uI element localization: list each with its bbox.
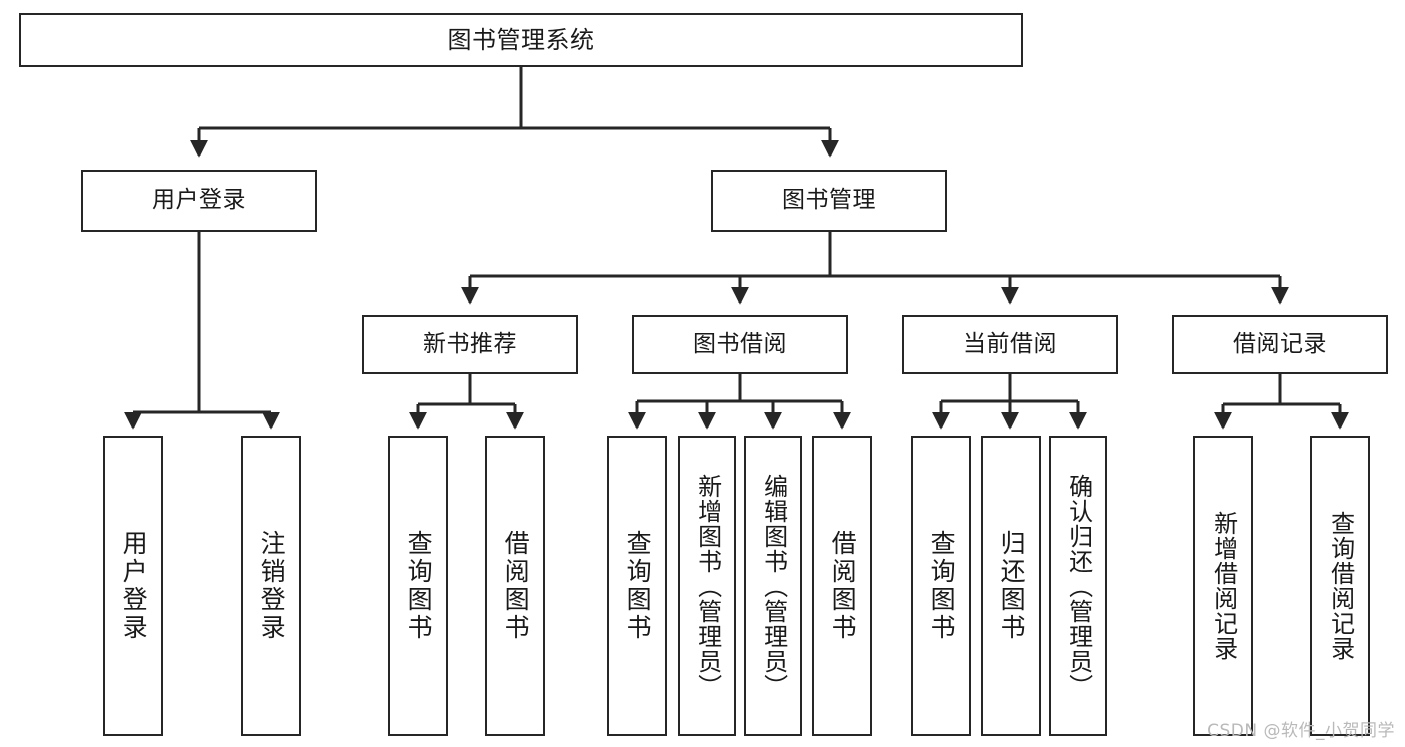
leaf-query-record-label: 查询借阅记录	[1326, 511, 1355, 661]
leaf-query-book-1[interactable]: 查询图书	[388, 436, 448, 736]
leaf-add-book[interactable]: 新增图书（管理员）	[678, 436, 736, 736]
leaf-edit-book-label: 编辑图书（管理员）	[759, 473, 788, 699]
leaf-logout-login[interactable]: 注销登录	[241, 436, 301, 736]
csdn-watermark: CSDN @软件_小贺同学	[1207, 721, 1395, 741]
node-book-borrow[interactable]: 图书借阅	[632, 315, 848, 374]
leaf-add-record-label: 新增借阅记录	[1209, 511, 1238, 661]
node-new-book-recommend[interactable]: 新书推荐	[362, 315, 578, 374]
leaf-logout-login-label: 注销登录	[257, 530, 287, 642]
node-borrow-record[interactable]: 借阅记录	[1172, 315, 1388, 374]
leaf-borrow-book-1-label: 借阅图书	[501, 530, 531, 642]
leaf-add-record[interactable]: 新增借阅记录	[1193, 436, 1253, 736]
node-new-book-recommend-label: 新书推荐	[423, 330, 517, 357]
leaf-query-book-3-label: 查询图书	[927, 530, 957, 642]
node-user-login-label: 用户登录	[152, 187, 246, 214]
node-root-system[interactable]: 图书管理系统	[19, 13, 1023, 67]
node-borrow-record-label: 借阅记录	[1233, 330, 1327, 357]
leaf-return-book-label: 归还图书	[997, 530, 1027, 642]
node-current-borrow-label: 当前借阅	[963, 330, 1057, 357]
leaf-borrow-book-2-label: 借阅图书	[828, 530, 858, 642]
node-current-borrow[interactable]: 当前借阅	[902, 315, 1118, 374]
leaf-add-book-label: 新增图书（管理员）	[693, 473, 722, 699]
leaf-user-login[interactable]: 用户登录	[103, 436, 163, 736]
node-book-manage[interactable]: 图书管理	[711, 170, 947, 232]
node-root-system-label: 图书管理系统	[447, 25, 595, 54]
leaf-user-login-label: 用户登录	[119, 530, 149, 642]
node-book-borrow-label: 图书借阅	[693, 330, 787, 357]
leaf-confirm-return[interactable]: 确认归还（管理员）	[1049, 436, 1107, 736]
node-book-manage-label: 图书管理	[782, 187, 876, 214]
leaf-query-book-1-label: 查询图书	[404, 530, 434, 642]
leaf-query-book-2[interactable]: 查询图书	[607, 436, 667, 736]
node-user-login[interactable]: 用户登录	[81, 170, 317, 232]
leaf-borrow-book-2[interactable]: 借阅图书	[812, 436, 872, 736]
leaf-confirm-return-label: 确认归还（管理员）	[1064, 473, 1093, 699]
leaf-query-book-2-label: 查询图书	[623, 530, 653, 642]
leaf-borrow-book-1[interactable]: 借阅图书	[485, 436, 545, 736]
leaf-return-book[interactable]: 归还图书	[981, 436, 1041, 736]
leaf-query-book-3[interactable]: 查询图书	[911, 436, 971, 736]
leaf-edit-book[interactable]: 编辑图书（管理员）	[744, 436, 802, 736]
leaf-query-record[interactable]: 查询借阅记录	[1310, 436, 1370, 736]
